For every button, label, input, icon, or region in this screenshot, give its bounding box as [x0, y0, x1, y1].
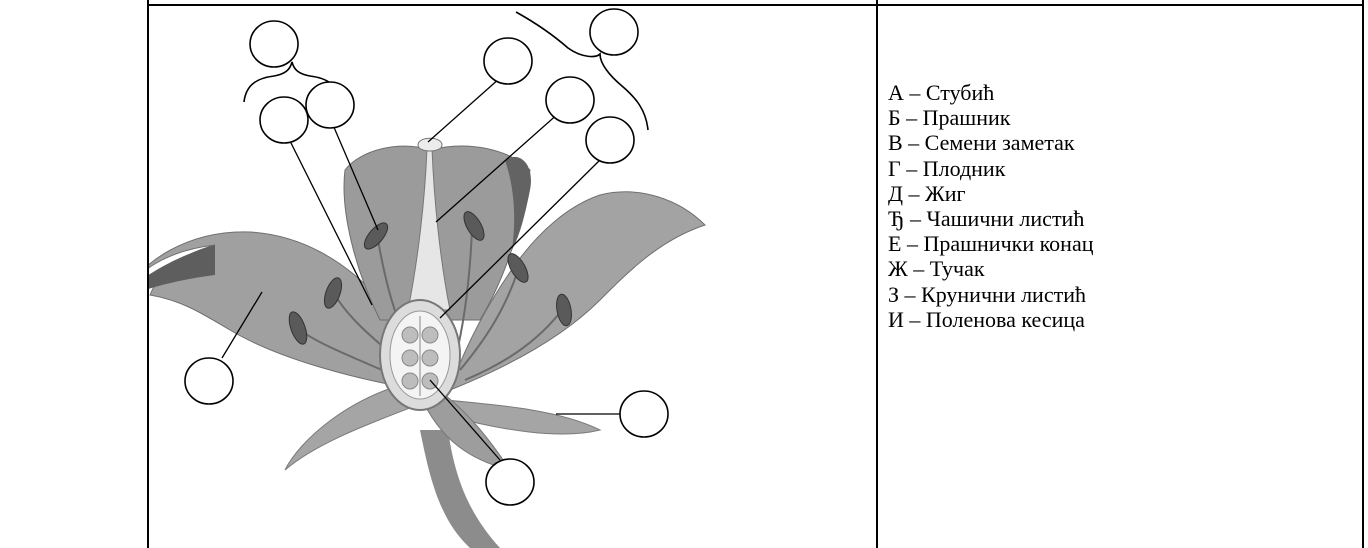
blank-label-circle-5[interactable]	[259, 96, 309, 144]
table-middle-border	[876, 0, 878, 548]
stigma	[417, 137, 443, 152]
legend-item-d: Д – Жиг	[888, 180, 966, 206]
anther-5	[507, 253, 529, 283]
blank-label-circle-10[interactable]	[485, 458, 535, 506]
anther-2	[323, 277, 343, 309]
table-right-border	[1362, 0, 1364, 548]
blank-label-circle-8[interactable]	[184, 357, 234, 405]
leader-label-1	[288, 138, 373, 306]
blank-label-circle-9[interactable]	[619, 390, 669, 438]
legend-item-e: Е – Прашнички конац	[888, 231, 1094, 257]
blank-label-circle-3[interactable]	[483, 37, 533, 85]
ovule-4	[421, 349, 439, 367]
petal-left	[149, 231, 421, 391]
legend-item-i: И – Поленова кесица	[888, 306, 1085, 332]
blank-label-circle-6[interactable]	[545, 76, 595, 124]
brace-left	[243, 61, 341, 103]
sepal-left	[284, 379, 431, 471]
leader-label-8	[429, 379, 501, 461]
legend-item-z: З – Крунични листић	[888, 281, 1086, 307]
leader-label-2	[332, 124, 379, 231]
legend-item-v: В – Семени заметак	[888, 130, 1075, 156]
ovule-1	[401, 326, 419, 344]
flower-diagram	[149, 8, 706, 548]
legend-item-b: Б – Прашник	[888, 105, 1011, 131]
ovule-2	[421, 326, 439, 344]
anther-1	[288, 311, 308, 345]
legend-item-g: Г – Плодник	[888, 155, 1006, 181]
blank-label-circle-7[interactable]	[585, 116, 635, 164]
style	[407, 147, 451, 311]
petal-left-tip	[149, 245, 215, 289]
anther-6	[556, 293, 572, 327]
filament-6	[464, 309, 563, 381]
petal-right	[449, 191, 706, 391]
filament-5	[459, 269, 519, 371]
brace-right	[515, 11, 649, 131]
sepal-right	[444, 399, 602, 435]
legend-item-zh: Ж – Тучак	[888, 256, 985, 282]
legend-list: А – Стубић Б – Прашник В – Семени замета…	[888, 80, 1358, 332]
anther-3	[363, 222, 389, 250]
table-top-border	[147, 4, 1364, 6]
leader-label-6	[221, 291, 263, 359]
blank-label-circle-4[interactable]	[305, 81, 355, 129]
legend-item-a: А – Стубић	[888, 80, 995, 105]
leader-label-4	[435, 111, 561, 223]
table-left-border	[147, 0, 149, 548]
leader-label-3	[427, 77, 501, 143]
blank-label-circle-1[interactable]	[249, 20, 299, 68]
legend-item-dj: Ђ – Чашични листић	[888, 206, 1085, 232]
stem	[420, 430, 500, 548]
ovule-5	[401, 372, 419, 390]
anther-4	[463, 211, 485, 241]
blank-label-circle-2[interactable]	[589, 8, 639, 56]
petal-back-fold	[505, 156, 531, 250]
leader-label-5	[439, 157, 603, 319]
ovule-3	[401, 349, 419, 367]
